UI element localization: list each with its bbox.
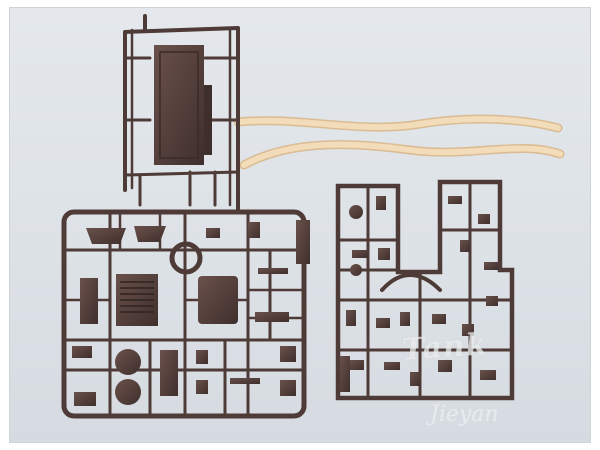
hull-plate-part — [154, 45, 204, 165]
left-sprue-parts — [72, 220, 310, 406]
right-sprue — [335, 179, 515, 401]
rubber-track-lower — [239, 140, 565, 170]
right-sprue-parts — [340, 196, 498, 392]
grille-detail — [120, 281, 154, 313]
watermark-sub: Jieyan — [430, 402, 499, 427]
watermark: Tank — [400, 327, 489, 368]
rubber-track-upper — [233, 114, 563, 133]
